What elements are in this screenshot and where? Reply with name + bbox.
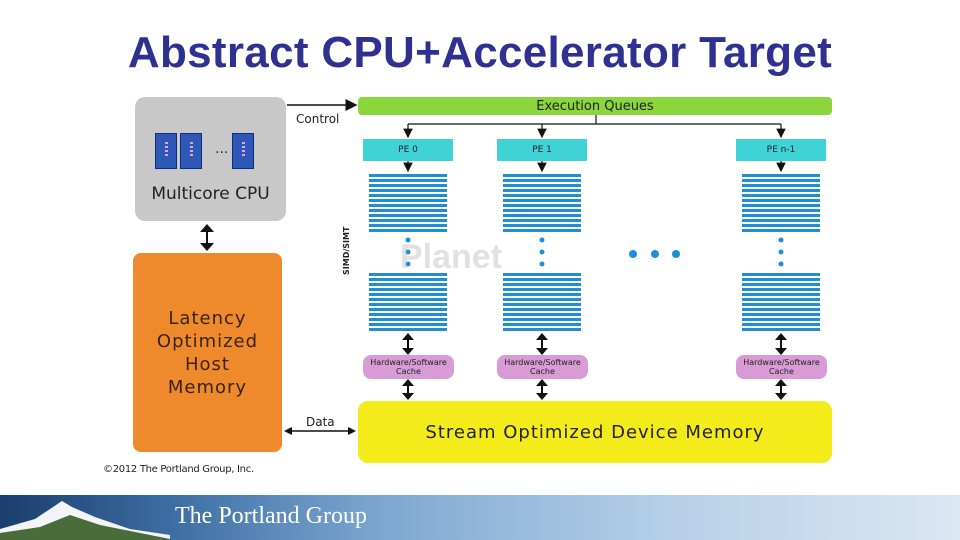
host-memory-line: Latency — [168, 307, 247, 329]
simd-label: SIMD/SIMT — [342, 226, 351, 275]
cpu-ellipsis: ... — [215, 141, 229, 157]
cache-label: Hardware/Software — [370, 358, 447, 367]
cache-links — [407, 336, 782, 398]
pe-block: PE 1 — [497, 139, 587, 161]
host-memory-line: Optimized — [156, 330, 259, 352]
watermark: Planet — [400, 238, 503, 276]
copyright: ©2012 The Portland Group, Inc. — [103, 464, 254, 475]
mountain-image — [0, 501, 170, 540]
host-memory-block: Latency Optimized Host Memory — [133, 253, 282, 452]
cache-label: Hardware/Software — [504, 358, 581, 367]
device-memory-block: Stream Optimized Device Memory — [358, 401, 832, 463]
cpu-core-icon — [232, 133, 254, 169]
multicore-cpu-block: ... Multicore CPU — [135, 97, 286, 221]
control-label: Control — [296, 112, 340, 126]
cpu-label: Multicore CPU — [151, 184, 270, 204]
pe-block: PE n-1 — [736, 139, 826, 161]
data-label: Data — [306, 415, 335, 429]
host-memory-line: Memory — [167, 376, 248, 398]
host-memory-line: Host — [185, 353, 230, 375]
simd-lanes — [369, 174, 447, 234]
execution-queues-bar: Execution Queues — [358, 97, 832, 115]
cache-label: Cache — [769, 367, 794, 376]
simd-lanes — [742, 174, 820, 234]
cpu-core-icon — [155, 133, 177, 169]
company-name: The Portland Group — [175, 503, 367, 529]
slide-title: Abstract CPU+Accelerator Target — [127, 28, 833, 77]
cache-label: Cache — [396, 367, 421, 376]
cache-label: Hardware/Software — [743, 358, 820, 367]
simd-lanes — [742, 273, 820, 333]
cpu-core-icon — [180, 133, 202, 169]
lane-ellipsis — [405, 237, 784, 267]
simd-lanes — [503, 174, 581, 234]
simd-lanes — [503, 273, 581, 333]
cache-label: Cache — [530, 367, 555, 376]
pe-block: PE 0 — [363, 139, 453, 161]
simd-lanes — [369, 273, 447, 333]
footer-banner: The Portland Group — [0, 495, 960, 540]
